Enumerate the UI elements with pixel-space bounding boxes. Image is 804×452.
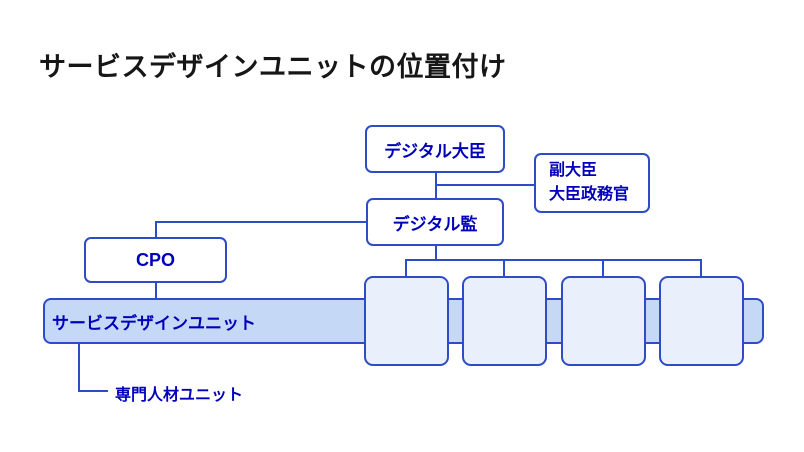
connector-specialist-horizontal <box>78 390 108 392</box>
node-vice-ministers: 副大臣 大臣政務官 <box>534 153 650 213</box>
node-cpo-label: CPO <box>135 249 175 270</box>
connector-units-horizontal <box>405 259 702 261</box>
connector-drop-unit-1 <box>405 259 407 277</box>
connector-kan-to-cpo-horizontal <box>156 221 366 223</box>
connector-minister-to-kan <box>435 173 437 199</box>
connector-cpo-to-band <box>155 283 157 299</box>
node-digital-minister-label: デジタル大臣 <box>384 141 486 161</box>
connector-drop-unit-2 <box>503 259 505 277</box>
node-vice-ministers-line2: 大臣政務官 <box>549 186 630 203</box>
division-box-3 <box>561 276 646 366</box>
node-cpo: CPO <box>84 237 227 283</box>
page-title: サービスデザインユニットの位置付け <box>39 52 507 82</box>
node-digital-minister: デジタル大臣 <box>365 125 505 173</box>
division-box-2 <box>462 276 547 366</box>
division-box-4 <box>659 276 744 366</box>
connector-specialist-vertical <box>78 343 80 392</box>
connector-cpo-drop <box>155 221 157 237</box>
connector-kan-down <box>435 246 437 261</box>
band-service-design-unit-label: サービスデザインユニット <box>52 313 256 333</box>
node-vice-ministers-line1: 副大臣 <box>549 162 598 179</box>
specialist-unit-label: 専門人材ユニット <box>115 387 244 404</box>
connector-drop-unit-4 <box>700 259 702 277</box>
node-digital-kan: デジタル監 <box>366 198 504 246</box>
connector-branch-to-vice-ministers <box>435 184 534 186</box>
node-digital-kan-label: デジタル監 <box>392 214 478 234</box>
division-box-1 <box>364 276 449 366</box>
connector-drop-unit-3 <box>602 259 604 277</box>
